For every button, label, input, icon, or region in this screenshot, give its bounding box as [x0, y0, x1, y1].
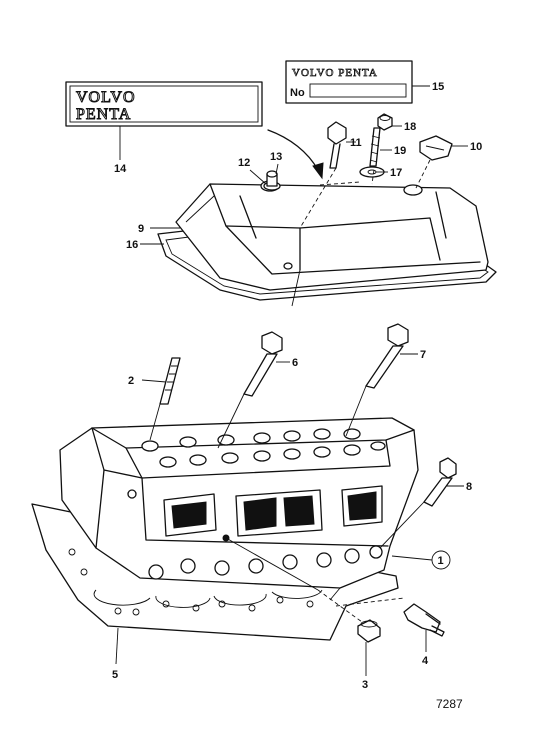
plate-no-label: No: [290, 87, 305, 99]
callout-10: 10: [470, 141, 482, 153]
head-bolt-short: [423, 457, 457, 507]
callout-1-ring: [431, 550, 451, 570]
head-bolt-long-a: [243, 331, 283, 397]
decal-line-volvo: VOLVO: [76, 89, 136, 106]
callout-11: 11: [350, 137, 362, 149]
callout-6: 6: [292, 357, 298, 369]
callout-labels: 1 2 3 4 5 6 7 8 9 10 11 12 13 14 15 16 1…: [112, 81, 482, 691]
oil-filler-cap: [419, 135, 453, 161]
callout-3: 3: [362, 679, 368, 691]
callout-17: 17: [390, 167, 402, 179]
cylinder-head: [59, 417, 419, 589]
callout-18: 18: [404, 121, 416, 133]
callout-8: 8: [466, 481, 472, 493]
callout-9: 9: [138, 223, 144, 235]
name-plate: VOLVO PENTA No: [285, 60, 413, 104]
mounting-arrow: [267, 129, 324, 180]
callout-13: 13: [270, 151, 282, 163]
cover-screw: [327, 121, 347, 169]
callout-4: 4: [422, 655, 429, 667]
callout-2: 2: [128, 375, 134, 387]
callout-1: 1: [438, 555, 444, 567]
head-stud: [159, 357, 181, 405]
callout-5: 5: [112, 669, 118, 681]
cover-nut: [377, 113, 393, 131]
figure-number: 7287: [436, 697, 463, 711]
valve-cover: [175, 180, 489, 291]
decal-line-penta: PENTA: [76, 106, 131, 123]
temperature-sensor: [403, 603, 445, 637]
callout-7: 7: [420, 349, 426, 361]
decal-volvo-penta: VOLVO PENTA: [65, 81, 263, 127]
callout-14: 14: [114, 163, 127, 175]
callout-19: 19: [394, 145, 406, 157]
callout-16: 16: [126, 239, 138, 251]
plate-brand: VOLVO PENTA: [292, 67, 378, 79]
leader-lines: [115, 85, 468, 676]
stud-bolt: [369, 127, 381, 167]
core-plug: [357, 619, 381, 643]
seal-washer: [359, 166, 385, 178]
alignment-lines-head: [149, 385, 425, 623]
alignment-lines-cover: [291, 159, 431, 307]
head-bolt-long-b: [365, 323, 409, 389]
callout-15: 15: [432, 81, 444, 93]
breather-nipple: [263, 170, 281, 191]
callout-12: 12: [238, 157, 250, 169]
